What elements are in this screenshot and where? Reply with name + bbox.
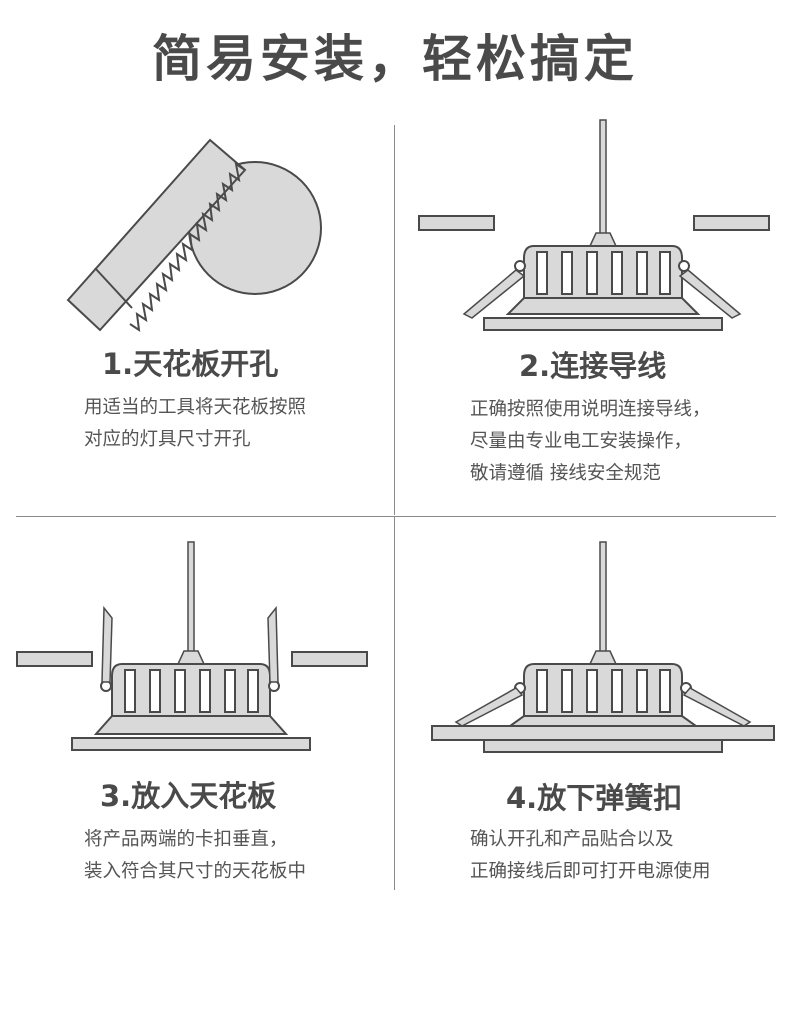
- step-4-line-1: 确认开孔和产品贴合以及: [470, 829, 674, 850]
- step-4-title: 4.放下弹簧扣: [506, 781, 683, 815]
- step-4-description: 确认开孔和产品贴合以及 正确接线后即可打开电源使用: [470, 824, 711, 888]
- light-installed-illustration: [431, 541, 775, 753]
- step-4-line-2: 正确接线后即可打开电源使用: [470, 861, 711, 882]
- page-title: 简易安装，轻松搞定: [152, 30, 638, 88]
- light-wiring-illustration: [418, 119, 770, 331]
- step-2-title: 2.连接导线: [519, 349, 667, 383]
- step-1-description: 用适当的工具将天花板按照 对应的灯具尺寸开孔: [84, 392, 306, 456]
- step-3-title: 3.放入天花板: [100, 779, 277, 813]
- step-3-line-2: 装入符合其尺寸的天花板中: [84, 861, 307, 882]
- step-2-line-1: 正确按照使用说明连接导线，: [470, 399, 711, 420]
- step-3-description: 将产品两端的卡扣垂直， 装入符合其尺寸的天花板中: [84, 824, 306, 888]
- light-insert-illustration: [16, 541, 368, 751]
- step-2-line-2: 尽量由专业电工安装操作，: [470, 431, 693, 452]
- saw-cutting-hole-illustration: [66, 138, 322, 333]
- step-3-line-1: 将产品两端的卡扣垂直，: [84, 829, 288, 850]
- divider-vertical-top: [394, 125, 395, 515]
- step-1-line-1: 用适当的工具将天花板按照: [84, 397, 307, 418]
- step-1-title: 1.天花板开孔: [102, 347, 279, 381]
- step-2-line-3: 敬请遵循 接线安全规范: [470, 463, 661, 484]
- step-1-line-2: 对应的灯具尺寸开孔: [84, 429, 251, 450]
- divider-vertical-bottom: [394, 517, 395, 890]
- step-2-description: 正确按照使用说明连接导线， 尽量由专业电工安装操作， 敬请遵循 接线安全规范: [470, 394, 711, 490]
- divider-horizontal: [16, 516, 776, 517]
